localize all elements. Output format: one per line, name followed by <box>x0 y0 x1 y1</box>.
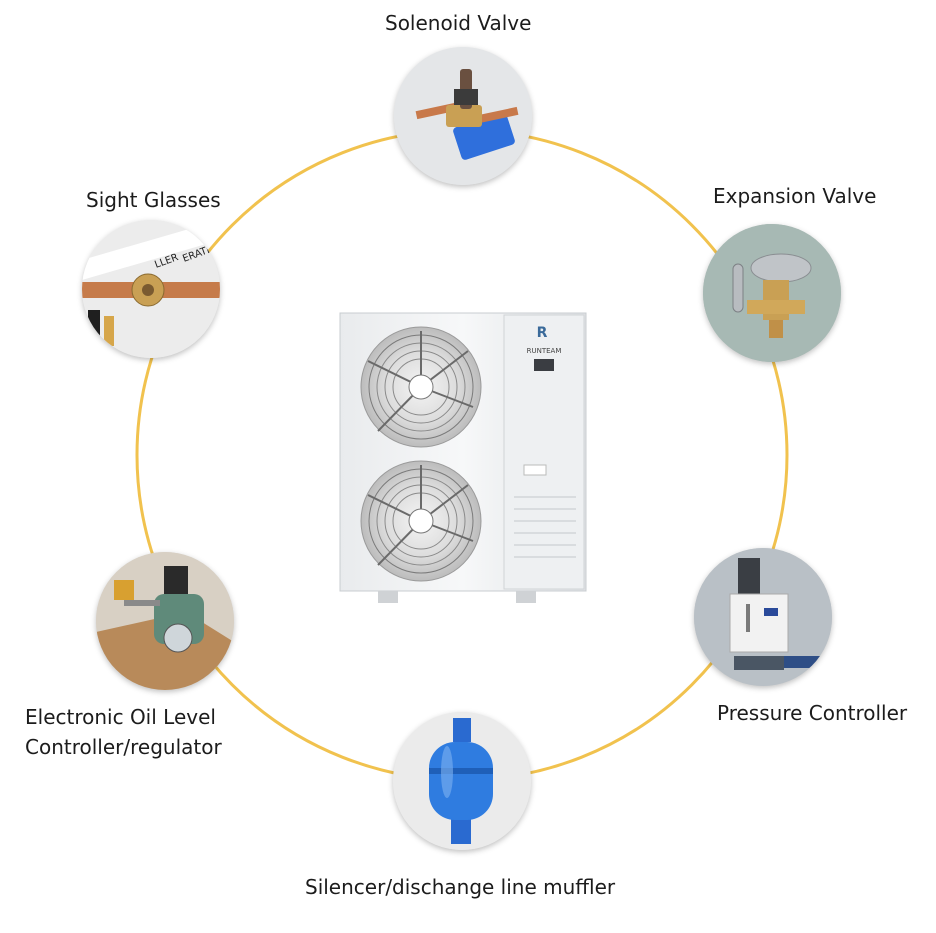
lower-fan-icon <box>360 460 482 582</box>
upper-fan-icon <box>360 326 482 448</box>
oil-level-controller-photo <box>96 552 234 690</box>
svg-text:R: R <box>537 325 548 341</box>
muffler-photo <box>393 712 531 850</box>
expansion-valve-label: Expansion Valve <box>713 184 877 208</box>
sight-glass-photo: LLER ERATION <box>82 220 220 358</box>
oil-level-controller-label-line2: Controller/regulator <box>25 735 222 759</box>
expansion-valve-photo <box>703 224 841 362</box>
oil-level-controller-label-line1: Electronic Oil Level <box>25 705 216 729</box>
pressure-controller-photo <box>694 548 832 686</box>
solenoid-valve-photo <box>394 47 532 185</box>
silencer-label: Silencer/dischange line muffler <box>305 875 616 899</box>
sight-glasses-label: Sight Glasses <box>86 188 221 212</box>
pressure-controller-label: Pressure Controller <box>717 701 908 725</box>
solenoid-valve-label: Solenoid Valve <box>385 11 532 35</box>
oil-level-controller-label: Electronic Oil Level Controller/regulato… <box>25 702 222 762</box>
brand-text: RUNTEAM <box>527 347 562 355</box>
condensing-unit-image: R RUNTEAM <box>339 312 587 603</box>
